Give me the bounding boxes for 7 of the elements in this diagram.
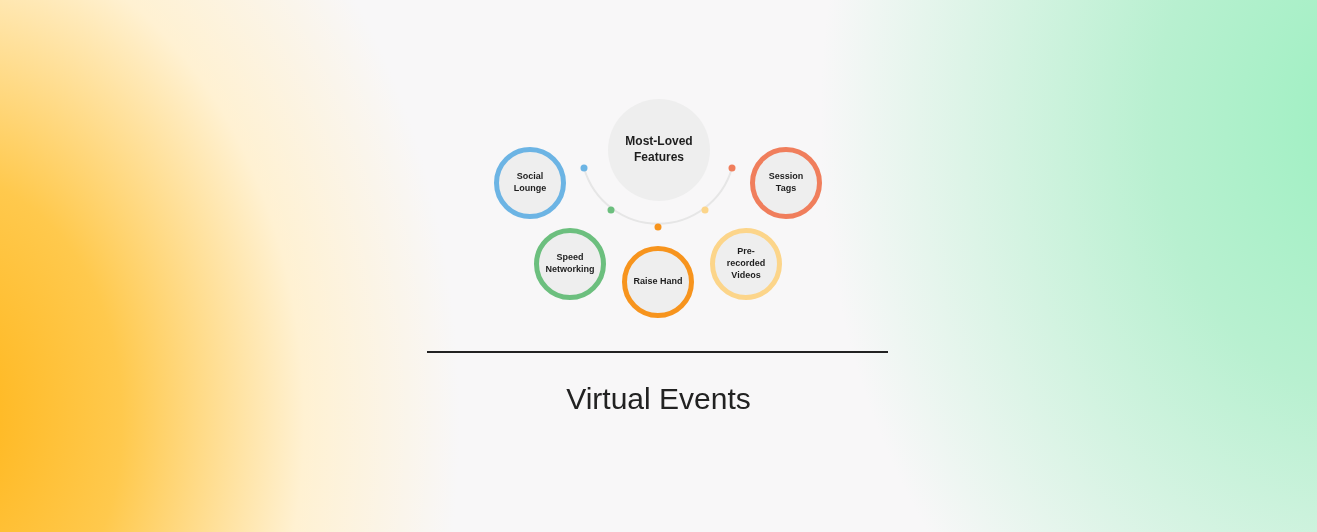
node-label: Raise Hand — [633, 276, 683, 288]
node-label: Social Lounge — [512, 171, 548, 195]
node-label: Most-Loved Features — [624, 134, 694, 166]
node-label: Speed Networking — [544, 252, 596, 276]
node-label: Pre-recorded Videos — [725, 246, 767, 282]
node-label: Session Tags — [767, 171, 805, 195]
title: Virtual Events — [565, 382, 752, 416]
